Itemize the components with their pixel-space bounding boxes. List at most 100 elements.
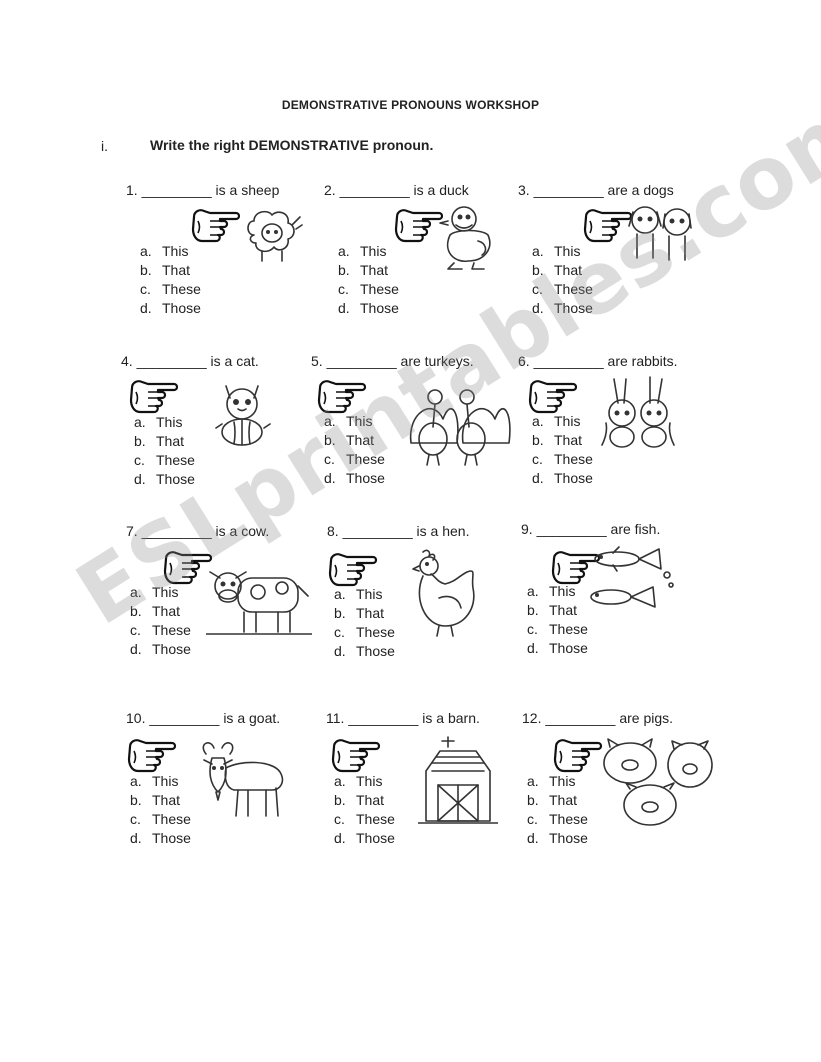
pointing-hand-icon xyxy=(316,374,368,414)
answer-option[interactable]: b.That xyxy=(334,791,395,810)
answer-option[interactable]: c.These xyxy=(140,280,201,299)
answer-option[interactable]: b.That xyxy=(130,791,191,810)
option-letter: a. xyxy=(334,586,346,602)
option-text: These xyxy=(346,451,385,467)
answer-option[interactable]: b.That xyxy=(532,431,593,450)
answer-option[interactable]: c.These xyxy=(334,810,395,829)
answer-option[interactable]: d.Those xyxy=(338,299,399,318)
option-text: That xyxy=(156,433,185,449)
answer-option[interactable]: b.That xyxy=(324,431,385,450)
option-letter: a. xyxy=(338,243,350,259)
answer-option[interactable]: a. This xyxy=(338,242,399,261)
pointing-hand-icon xyxy=(330,733,382,773)
answer-option[interactable]: c.These xyxy=(334,623,395,642)
answer-option[interactable]: b.That xyxy=(140,261,201,280)
instruction-number: i. xyxy=(101,138,108,154)
option-letter: b. xyxy=(338,262,350,278)
answer-option[interactable]: c.These xyxy=(134,451,195,470)
option-text: Those xyxy=(152,830,191,846)
answer-option[interactable]: a.This xyxy=(532,242,593,261)
answer-option[interactable]: c.These xyxy=(532,280,593,299)
answer-option[interactable]: d.Those xyxy=(140,299,201,318)
option-letter: c. xyxy=(130,811,141,827)
answer-option[interactable]: d. Those xyxy=(527,639,588,658)
option-letter: c. xyxy=(338,281,349,297)
option-text: That xyxy=(360,262,389,278)
option-text: These xyxy=(554,281,593,297)
pointing-hand-icon xyxy=(393,203,445,243)
answer-option[interactable]: b.That xyxy=(130,602,191,621)
answer-option[interactable]: b.That xyxy=(334,604,395,623)
answer-option[interactable]: b. That xyxy=(134,432,195,451)
option-text: That xyxy=(554,262,583,278)
cat-icon xyxy=(212,378,272,453)
answer-option[interactable]: a. This xyxy=(324,412,385,431)
answer-option[interactable]: a.This xyxy=(527,582,588,601)
option-letter: b. xyxy=(532,432,544,448)
option-letter: b. xyxy=(134,433,146,449)
answer-option[interactable]: c. These xyxy=(324,450,385,469)
option-text: This xyxy=(360,243,387,259)
answer-option[interactable]: d.Those xyxy=(334,829,395,848)
answer-option[interactable]: b. That xyxy=(338,261,399,280)
answer-option[interactable]: c.These xyxy=(527,810,588,829)
option-text: Those xyxy=(549,830,588,846)
pigs-icon xyxy=(598,733,716,838)
answer-option[interactable]: b.That xyxy=(527,601,588,620)
answer-option[interactable]: a.This xyxy=(140,242,201,261)
option-letter: d. xyxy=(532,470,544,486)
option-letter: d. xyxy=(527,640,539,656)
dogs-icon xyxy=(625,198,697,269)
option-text: That xyxy=(162,262,191,278)
answer-option[interactable]: d.Those xyxy=(532,299,593,318)
barn-icon xyxy=(417,735,499,830)
answer-option[interactable]: c.These xyxy=(532,450,593,469)
answer-option[interactable]: d.Those xyxy=(334,642,395,661)
option-text: This xyxy=(356,773,383,789)
answer-option[interactable]: d.Those xyxy=(324,469,385,488)
option-text: This xyxy=(156,414,183,430)
turkeys-icon xyxy=(405,383,515,474)
option-letter: d. xyxy=(324,470,336,486)
answer-option[interactable]: a.This xyxy=(334,585,395,604)
answer-option[interactable]: a.This xyxy=(134,413,195,432)
option-letter: d. xyxy=(532,300,544,316)
answer-option[interactable]: d.Those xyxy=(134,470,195,489)
answer-option[interactable]: d.Those xyxy=(130,829,191,848)
answer-option[interactable]: d.Those xyxy=(130,640,191,659)
answer-option[interactable]: d.Those xyxy=(532,469,593,488)
answer-option[interactable]: c. These xyxy=(527,620,588,639)
answer-option[interactable]: d.Those xyxy=(527,829,588,848)
answer-option[interactable]: a.This xyxy=(532,412,593,431)
option-letter: c. xyxy=(324,451,335,467)
option-text: These xyxy=(152,622,191,638)
answer-option[interactable]: c.These xyxy=(338,280,399,299)
option-letter: d. xyxy=(334,643,346,659)
answer-option[interactable]: c. These xyxy=(130,810,191,829)
rabbits-icon xyxy=(600,373,676,458)
answer-option[interactable]: a.This xyxy=(527,772,588,791)
option-text: This xyxy=(554,243,581,259)
sheep-icon xyxy=(240,205,304,272)
answer-option[interactable]: c.These xyxy=(130,621,191,640)
answer-option[interactable]: b.That xyxy=(527,791,588,810)
option-text: This xyxy=(346,413,373,429)
option-letter: d. xyxy=(338,300,350,316)
answer-option[interactable]: b.That xyxy=(532,261,593,280)
option-text: These xyxy=(549,621,588,637)
answer-option[interactable]: a.This xyxy=(130,772,191,791)
option-text: Those xyxy=(152,641,191,657)
answer-option[interactable]: a. This xyxy=(334,772,395,791)
option-letter: d. xyxy=(134,471,146,487)
option-text: Those xyxy=(549,640,588,656)
option-letter: c. xyxy=(527,621,538,637)
option-letter: a. xyxy=(324,413,336,429)
option-letter: a. xyxy=(334,773,346,789)
answer-option[interactable]: a.This xyxy=(130,583,191,602)
option-text: These xyxy=(152,811,191,827)
